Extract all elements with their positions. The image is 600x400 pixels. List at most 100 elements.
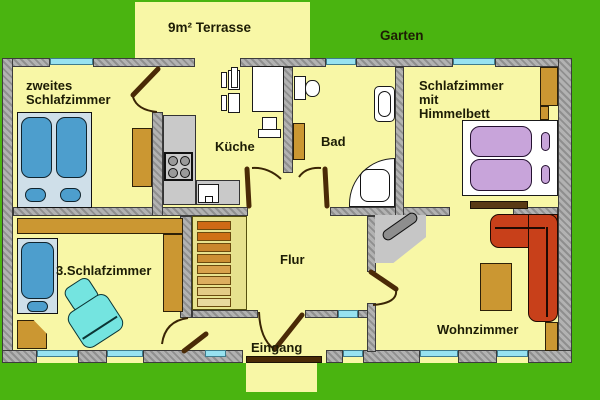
label-hall: Flur	[280, 252, 305, 267]
shower-tray	[360, 169, 390, 202]
pillow	[25, 188, 46, 202]
stair-step	[197, 265, 231, 274]
wall-top-4	[356, 58, 453, 67]
window-bottom-2	[107, 350, 143, 357]
bath-cabinet	[293, 123, 305, 160]
burner	[168, 156, 178, 166]
mattress	[21, 117, 52, 178]
wall-bedroom2-kitchen	[152, 112, 163, 216]
burner	[180, 168, 190, 178]
window-bottom-5	[420, 350, 458, 357]
wall-right	[558, 58, 572, 363]
stove	[164, 152, 193, 181]
mattress	[21, 242, 54, 299]
label-bedroom2: zweites Schlafzimmer	[26, 79, 111, 107]
master-wardrobe-small	[540, 106, 549, 120]
bathtub-inner	[378, 91, 391, 117]
wall-hall-living-lower	[367, 303, 376, 352]
stair-step	[197, 276, 231, 285]
label-terrace: 9m² Terrasse	[168, 20, 252, 35]
wall-hall-bottom-left	[192, 310, 258, 318]
sideboard	[470, 201, 528, 209]
sofa-seam	[495, 227, 545, 229]
label-bedroom3: 3.Schlafzimmer	[56, 263, 152, 278]
pillow	[27, 301, 48, 312]
wall-top-3	[240, 58, 326, 67]
toilet-bowl	[305, 80, 320, 97]
burner	[168, 168, 178, 178]
wall-top-1	[2, 58, 50, 67]
stair-step	[197, 298, 231, 307]
label-bath: Bad	[321, 134, 346, 149]
nightstand	[132, 128, 152, 187]
stair-step	[197, 221, 231, 230]
label-entrance: Eingang	[251, 340, 303, 355]
wall-bottom-5	[363, 350, 420, 363]
label-line: Schlafzimmer	[419, 78, 504, 93]
kitchen-chair-back	[221, 72, 227, 88]
wall-bath-master	[395, 67, 404, 216]
kitchen-chair-back	[221, 95, 227, 111]
wall-kitchen-bath	[283, 67, 293, 173]
terrace-area	[135, 2, 310, 58]
terrace-door-leaf	[231, 67, 238, 88]
pillow	[541, 132, 550, 151]
wall-bottom-4	[326, 350, 343, 363]
mattress	[56, 117, 87, 178]
label-living: Wohnzimmer	[437, 322, 519, 337]
stair-step	[197, 254, 231, 263]
wall-hall-bottom-right-a	[305, 310, 338, 318]
master-wardrobe	[540, 67, 558, 106]
wall-hall-bottom-right-b	[358, 310, 375, 318]
window-top-master	[453, 58, 495, 65]
kitchen-stool-base	[258, 129, 281, 138]
mattress	[470, 159, 532, 191]
sofa-vertical-arm	[528, 214, 558, 322]
label-line: mit	[419, 92, 439, 107]
wall-top-2	[93, 58, 195, 67]
wall-mid-horizontal-master	[513, 207, 558, 216]
stair-step	[197, 287, 231, 296]
side-table	[545, 322, 558, 351]
kitchen-chair-seat	[228, 93, 240, 113]
label-master: Schlafzimmer mit Himmelbett	[419, 79, 504, 121]
wall-bottom-6	[458, 350, 497, 363]
label-kitchen: Küche	[215, 139, 255, 154]
window-bottom-3	[205, 350, 226, 357]
sofa-seam	[546, 227, 548, 317]
label-line: Himmelbett	[419, 106, 490, 121]
window-hall-interior	[338, 310, 358, 318]
label-line: zweites	[26, 78, 73, 93]
stair-step	[197, 243, 231, 252]
wall-bottom-1	[2, 350, 37, 363]
mattress	[470, 126, 532, 157]
window-top-bath	[326, 58, 356, 65]
staircase	[192, 216, 247, 310]
window-bottom-4	[343, 350, 363, 357]
window-top-bedroom2	[50, 58, 93, 65]
wall-left	[2, 58, 13, 363]
kitchen-table	[252, 66, 284, 112]
entrance-threshold	[246, 356, 322, 363]
label-line: Schlafzimmer	[26, 92, 111, 107]
sink-faucet	[205, 196, 213, 203]
window-bottom-1	[37, 350, 78, 357]
window-bottom-6	[497, 350, 528, 357]
entrance-porch	[246, 363, 317, 392]
wall-mid-horizontal-left	[13, 207, 248, 216]
wardrobe-top	[17, 218, 183, 234]
wall-mid-horizontal-right	[330, 207, 450, 216]
wall-bottom-2	[78, 350, 107, 363]
burner	[180, 156, 190, 166]
coffee-table	[480, 263, 512, 311]
pillow	[60, 188, 81, 202]
pillow	[541, 165, 550, 184]
wall-stairs-left	[180, 216, 192, 318]
label-garden: Garten	[380, 28, 424, 43]
wall-hall-living-upper	[367, 216, 376, 272]
wall-top-5	[495, 58, 572, 67]
stair-step	[197, 232, 231, 241]
wardrobe-right	[163, 234, 183, 312]
